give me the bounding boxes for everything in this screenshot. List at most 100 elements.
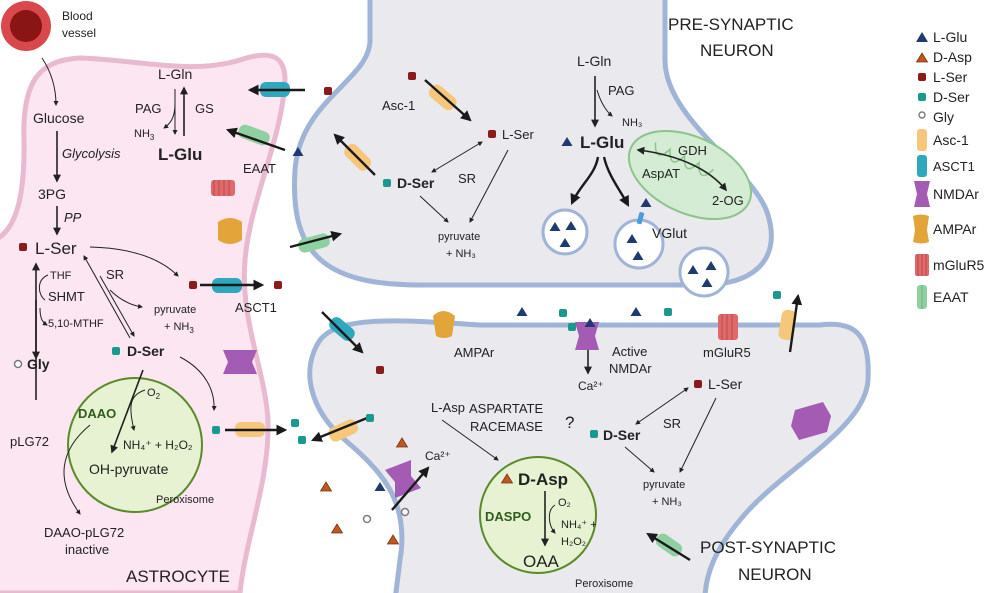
plg72-label: pLG72	[10, 434, 49, 449]
daao-plg72-label-1: DAAO-pLG72	[44, 525, 124, 540]
astro-pag-label: PAG	[135, 101, 162, 116]
nmda-receptor	[223, 350, 257, 374]
pre-sr-label: SR	[458, 171, 476, 186]
mthf-label: 5,10-MTHF	[48, 318, 104, 330]
d-ser-particle	[291, 419, 299, 427]
gly-marker	[13, 359, 23, 369]
legend-label: NMDAr	[933, 186, 979, 202]
legend-label: L-Glu	[933, 29, 968, 45]
legend-item-d-ser: D-Ser	[915, 88, 970, 106]
daao-label: DAAO	[78, 406, 116, 421]
pre-d-ser-marker	[383, 179, 391, 187]
post-nh3-label: + NH₃	[652, 496, 682, 508]
pre-synaptic-title-2: NEURON	[700, 41, 774, 60]
post-synaptic-title-2: NEURON	[738, 565, 812, 584]
d-ser-marker	[112, 347, 120, 355]
d-asp-particle	[387, 534, 399, 545]
eaat-transporter	[238, 124, 270, 146]
ampa-receptor-icon	[913, 214, 929, 244]
glycolysis-label: Glycolysis	[62, 146, 121, 161]
astro-nh4-h2o2-label: NH₄⁺ + H₂O₂	[123, 438, 193, 452]
astrocyte-title: ASTROCYTE	[126, 567, 230, 586]
legend-label: Asc-1	[933, 132, 969, 148]
nmda-receptor	[575, 322, 599, 350]
astro-l-gln-label: L-Gln	[158, 66, 192, 82]
legend-item-ampar: AMPAr	[911, 214, 976, 244]
ca-label-1: Ca²⁺	[578, 379, 604, 393]
ca-label-2: Ca²⁺	[425, 449, 451, 463]
l-ser-particle	[324, 87, 332, 95]
astro-nh3-label-2: NH3	[134, 128, 155, 142]
racemase-label-2: RACEMASE	[470, 419, 543, 434]
astro-pyruvate-label: pyruvate	[154, 304, 196, 316]
astro-gs-label: GS	[195, 101, 214, 116]
legend-label: Gly	[933, 109, 954, 125]
asc1-transporter-icon	[917, 129, 927, 151]
astro-d-ser-label: D-Ser	[127, 343, 165, 359]
d-ser-particle	[366, 414, 374, 422]
aspat-label: AspAT	[642, 166, 680, 181]
pre-l-ser-marker	[488, 130, 496, 138]
pre-l-ser-label: L-Ser	[502, 127, 534, 142]
pre-synaptic-title-1: PRE-SYNAPTIC	[668, 15, 794, 34]
post-d-ser-marker	[590, 430, 598, 438]
pre-l-glu-label: L-Glu	[580, 133, 624, 152]
post-nh4-label: NH₄⁺ +	[561, 519, 597, 531]
daao-plg72-label-2: inactive	[65, 542, 109, 557]
post-ampar-label: AMPAr	[454, 345, 495, 360]
l-ser-marker	[19, 243, 27, 251]
d-asp-triangle-icon	[915, 52, 929, 63]
mglur5-receptor	[718, 314, 738, 340]
mglur5-receptor-icon	[915, 254, 929, 276]
oaa-label: OAA	[523, 552, 560, 571]
gly-particle	[400, 507, 410, 517]
ampa-receptor	[218, 218, 242, 244]
shmt-label: SHMT	[48, 289, 85, 304]
blood-vessel-label-1: Blood	[62, 9, 93, 23]
legend-item-l-glu: L-Glu	[915, 28, 967, 46]
2og-label: 2-OG	[712, 193, 744, 208]
d-ser-particle	[212, 426, 220, 434]
legend-item-mglur5: mGluR5	[913, 250, 984, 280]
astro-l-ser-label: L-Ser	[35, 239, 77, 258]
nmda-receptor-icon	[914, 181, 930, 207]
d-ser-square-icon	[918, 93, 926, 101]
synaptic-vesicle	[613, 212, 665, 270]
daspo-label: DASPO	[485, 509, 531, 524]
astro-peroxisome	[67, 377, 203, 513]
active-label: Active	[612, 344, 647, 359]
l-glu-particle	[630, 307, 642, 316]
d-ser-particle	[568, 323, 576, 331]
legend-item-l-ser: L-Ser	[915, 68, 967, 86]
blood-vessel-icon	[1, 1, 51, 51]
legend-item-asct1: ASCT1	[915, 154, 975, 178]
gly-label: Gly	[27, 356, 50, 372]
legend-label: mGluR5	[933, 257, 985, 273]
post-d-asp-label: D-Asp	[518, 470, 568, 489]
asct1-transporter-icon	[917, 155, 927, 177]
l-ser-particle	[408, 72, 416, 80]
mglur5-receptor	[211, 180, 235, 196]
3pg-label: 3PG	[38, 186, 66, 202]
legend-label: EAAT	[933, 289, 969, 305]
pre-pyruvate-label: pyruvate	[438, 231, 480, 243]
synaptic-vesicle	[541, 208, 589, 256]
post-nmdar-label: NMDAr	[609, 361, 652, 376]
pre-nh3-label-2: NH₃	[622, 117, 642, 129]
eaat-transporter-icon	[917, 285, 927, 309]
pre-pag-label: PAG	[608, 83, 635, 98]
d-ser-particle	[664, 308, 672, 316]
legend-item-asc1: Asc-1	[915, 128, 969, 152]
d-ser-particle	[298, 436, 306, 444]
thf-label: THF	[50, 270, 72, 282]
post-l-ser-label: L-Ser	[708, 376, 743, 392]
l-ser-square-icon	[918, 73, 926, 81]
synaptic-vesicle	[678, 246, 730, 298]
legend-label: D-Ser	[933, 89, 970, 105]
legend-item-nmdar: NMDAr	[913, 180, 979, 208]
post-peroxisome	[479, 456, 597, 574]
legend-item-eaat: EAAT	[915, 284, 969, 310]
racemase-label-1: ASPARTATE	[469, 401, 543, 416]
l-glu-particle	[516, 307, 528, 316]
